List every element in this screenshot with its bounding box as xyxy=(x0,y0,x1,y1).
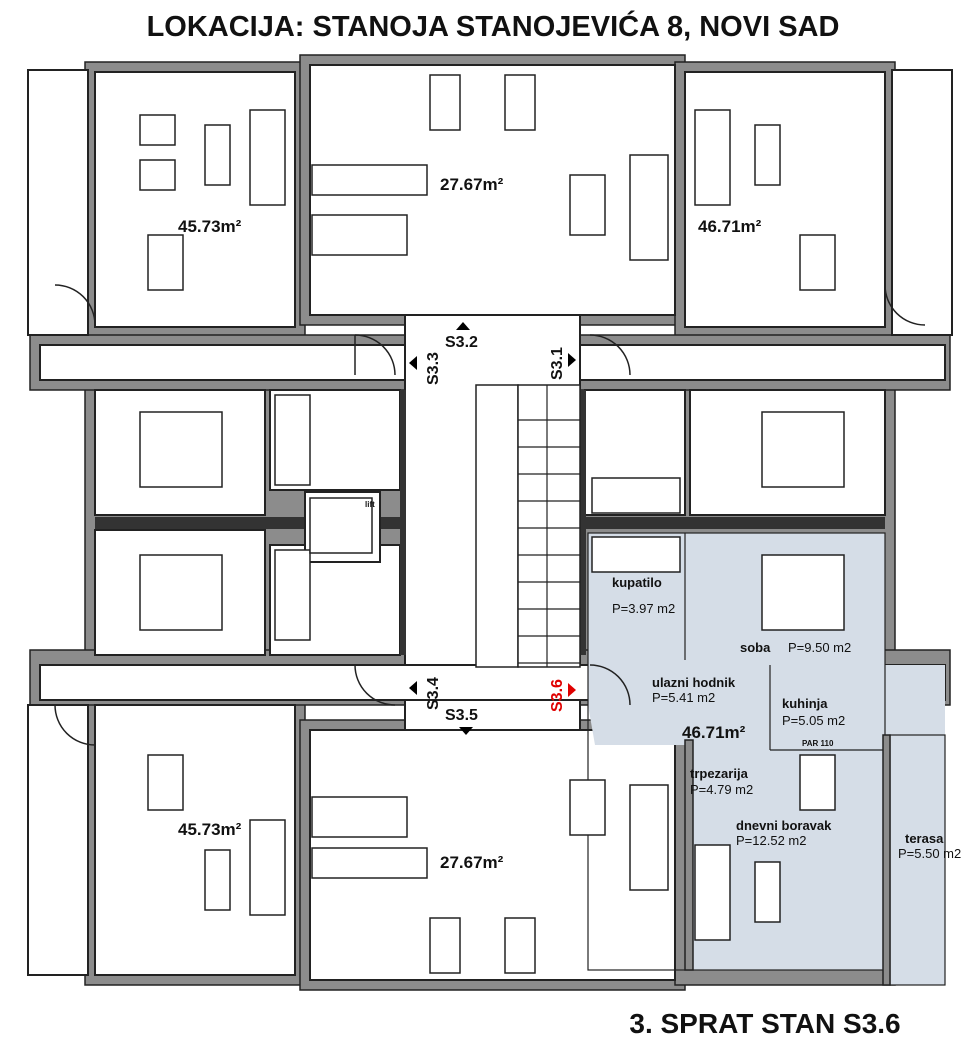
svg-text:kuhinja: kuhinja xyxy=(782,696,828,711)
lift-label: lift xyxy=(365,500,375,509)
svg-text:P=12.52 m2: P=12.52 m2 xyxy=(736,833,806,848)
arrow-up-icon xyxy=(456,322,470,330)
doors xyxy=(54,284,926,746)
area-top-left: 45.73m² xyxy=(178,217,242,236)
svg-text:ulazni hodnik: ulazni hodnik xyxy=(652,675,736,690)
floor-title: 3. SPRAT STAN S3.6 xyxy=(629,1008,900,1039)
svg-text:terasa: terasa xyxy=(905,831,944,846)
arrow-left-icon xyxy=(409,681,417,695)
arrow-down-icon xyxy=(459,727,473,735)
svg-text:P=4.79 m2: P=4.79 m2 xyxy=(690,782,753,797)
selected-apartment-s3-6[interactable] xyxy=(587,532,946,986)
label-s3-5: S3.5 xyxy=(445,707,478,724)
svg-text:PAR 110: PAR 110 xyxy=(802,739,834,748)
svg-text:soba: soba xyxy=(740,640,771,655)
svg-text:P=5.50 m2: P=5.50 m2 xyxy=(898,846,961,861)
arrow-right-red-icon xyxy=(568,683,576,697)
furniture xyxy=(139,74,845,974)
stair-labels: S3.2 S3.3 S3.1 S3.4 S3.5 S3.6 lift xyxy=(365,322,576,735)
svg-text:dnevni boravak: dnevni boravak xyxy=(736,818,832,833)
label-s3-2: S3.2 xyxy=(445,334,478,351)
svg-text:P=9.50 m2: P=9.50 m2 xyxy=(788,640,851,655)
svg-text:P=5.41 m2: P=5.41 m2 xyxy=(652,690,715,705)
selected-room-labels: kupatilo P=3.97 m2 soba P=9.50 m2 ulazni… xyxy=(612,575,961,861)
arrow-left-icon xyxy=(409,356,417,370)
svg-text:trpezarija: trpezarija xyxy=(690,766,749,781)
svg-text:P=3.97 m2: P=3.97 m2 xyxy=(612,601,675,616)
svg-text:kupatilo: kupatilo xyxy=(612,575,662,590)
location-title: LOKACIJA: STANOJA STANOJEVIĆA 8, NOVI SA… xyxy=(147,9,840,43)
area-top-right: 46.71m² xyxy=(698,217,762,236)
area-top-middle: 27.67m² xyxy=(440,175,504,194)
svg-text:P=5.05 m2: P=5.05 m2 xyxy=(782,713,845,728)
area-bottom-middle: 27.67m² xyxy=(440,853,504,872)
staircase xyxy=(475,384,581,668)
rooms xyxy=(27,64,953,981)
label-s3-1: S3.1 xyxy=(549,347,566,380)
area-selected: 46.71m² xyxy=(682,723,746,742)
label-s3-6: S3.6 xyxy=(549,679,566,712)
arrow-right-icon xyxy=(568,353,576,367)
label-s3-3: S3.3 xyxy=(425,352,442,385)
label-s3-4: S3.4 xyxy=(425,677,442,710)
area-bottom-left: 45.73m² xyxy=(178,820,242,839)
